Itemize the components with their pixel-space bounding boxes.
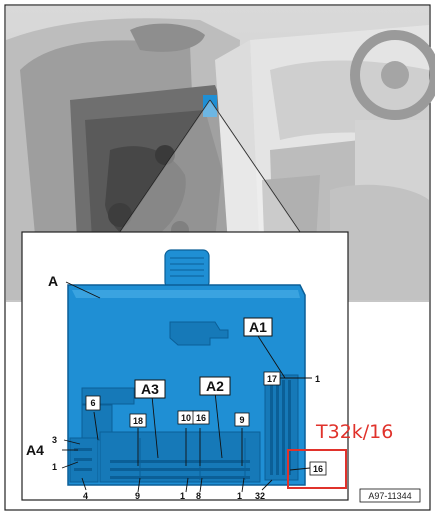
svg-text:A1: A1	[249, 319, 267, 335]
pin-a2-left-bottom: 8	[196, 491, 201, 501]
leader-lines	[61, 281, 312, 493]
svg-text:10: 10	[181, 413, 191, 423]
module-top-tab	[164, 249, 210, 289]
svg-text:16: 16	[196, 413, 206, 423]
pin-a3-left-bottom: 9	[135, 491, 140, 501]
svg-text:16: 16	[313, 464, 323, 474]
reference-tag: A97-11344	[359, 488, 421, 503]
label-box-a1: A1	[243, 317, 273, 337]
pin-box-9-a2: 9	[234, 412, 250, 427]
pin-a1-last: 32	[255, 491, 265, 501]
pin-a4-bottom: 1	[52, 462, 57, 472]
svg-text:18: 18	[133, 416, 143, 426]
pin-a4-last: 4	[83, 491, 88, 501]
zoom-cone	[120, 100, 300, 232]
pin-box-17: 17	[263, 371, 281, 386]
label-box-a3: A3	[134, 379, 166, 399]
label-main: A	[48, 273, 58, 289]
svg-text:6: 6	[90, 398, 95, 408]
pin-box-18: 18	[129, 413, 147, 428]
pin-a2-right-bottom: 1	[237, 491, 242, 501]
label-a4: A4	[26, 442, 44, 458]
svg-text:A97-11344: A97-11344	[368, 491, 411, 501]
label-box-a2: A2	[199, 376, 231, 396]
svg-text:A2: A2	[206, 378, 224, 394]
zoom-lines	[119, 99, 301, 233]
callout-box	[287, 449, 347, 489]
pin-box-16-a1: 16	[309, 461, 327, 476]
pin-box-10: 10	[177, 410, 195, 425]
pin-a3-right-bottom: 1	[180, 491, 185, 501]
svg-text:17: 17	[267, 374, 277, 384]
pin-a1-end: 1	[315, 374, 320, 384]
callout-label: T32k/16	[315, 421, 393, 443]
pin-box-16-a2: 16	[192, 410, 210, 425]
svg-text:A3: A3	[141, 381, 159, 397]
svg-text:9: 9	[239, 415, 244, 425]
pin-a4-top: 3	[52, 435, 57, 445]
pin-box-6: 6	[85, 395, 101, 411]
